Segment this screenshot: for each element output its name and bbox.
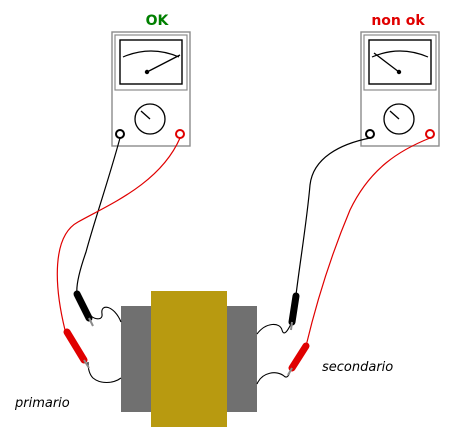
- primary-winding-label: primario: [14, 396, 70, 411]
- primary-red-probe: [63, 328, 90, 369]
- primary-bottom-wire-loop: [87, 361, 122, 384]
- left-red-lead: [56, 137, 181, 331]
- right-multimeter: [360, 31, 440, 147]
- right-meter-needle-pivot: [396, 69, 402, 75]
- right-meter-status-label: non ok: [371, 13, 425, 29]
- secondary-black-probe: [288, 292, 300, 331]
- left-meter-needle: [146, 54, 181, 73]
- right-black-lead: [295, 137, 371, 296]
- transformer-core: [151, 291, 227, 427]
- secondary-top-wire-loop: [256, 323, 292, 335]
- left-meter-dial-pointer: [140, 110, 151, 120]
- left-meter-black-jack: [115, 129, 125, 139]
- secondary-bottom-wire-loop: [256, 371, 291, 385]
- primary-winding: [121, 306, 153, 412]
- left-meter-needle-pivot: [144, 69, 150, 75]
- right-meter-dial-pointer: [389, 110, 400, 120]
- right-meter-black-jack: [365, 129, 375, 139]
- right-red-lead: [305, 137, 431, 347]
- right-meter-needle: [373, 52, 400, 73]
- left-meter-scale-arc: [122, 50, 180, 58]
- right-meter-red-jack: [425, 129, 435, 139]
- left-multimeter: [111, 31, 191, 147]
- left-meter-display: [119, 39, 183, 85]
- secondary-red-probe: [287, 342, 310, 376]
- left-meter-red-jack: [175, 129, 185, 139]
- primary-black-probe: [73, 290, 94, 327]
- left-black-lead: [76, 137, 121, 295]
- primary-top-wire-loop: [90, 306, 122, 323]
- secondary-winding: [225, 306, 257, 412]
- secondary-winding-label: secondario: [322, 360, 393, 375]
- left-meter-status-label: OK: [146, 13, 170, 29]
- right-meter-display: [368, 39, 432, 85]
- transformer: [121, 291, 257, 427]
